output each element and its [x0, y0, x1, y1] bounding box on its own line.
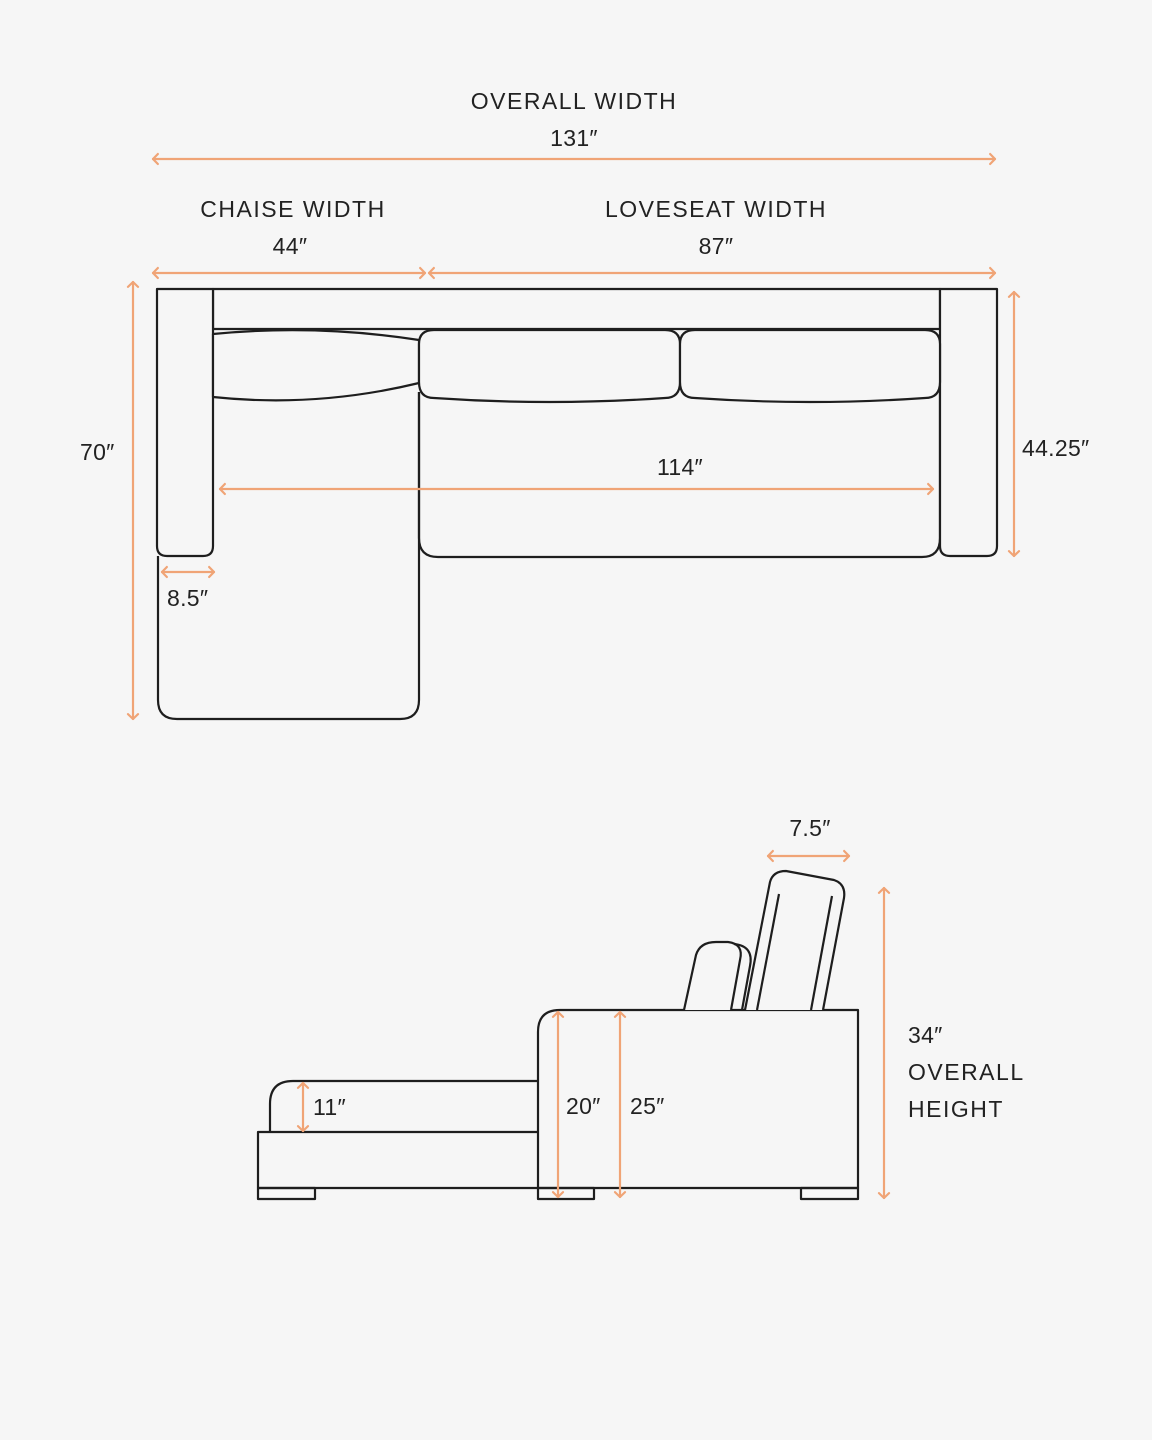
- back-cushion-line-1: [755, 893, 781, 1011]
- throw-pillow: [682, 940, 742, 1011]
- arm-width-value: 8.5″: [167, 585, 209, 611]
- seat-height-dimension: [551, 1010, 565, 1199]
- chaise-side-body: [256, 1130, 538, 1188]
- back-cushion-depth-value: 7.5″: [789, 815, 831, 841]
- back-cushion-1: [211, 329, 421, 402]
- back-frame: [211, 287, 942, 331]
- overall-width-dimension: [151, 152, 997, 166]
- arm-height-value: 25″: [630, 1093, 665, 1119]
- sofa-top-view: [155, 287, 999, 721]
- chaise-width-value: 44″: [272, 233, 308, 259]
- arm-height-dimension: [613, 1010, 627, 1199]
- chaise-arm-height-dimension: [296, 1081, 310, 1133]
- throw-pillow-edge: [733, 942, 752, 1011]
- overall-height-dimension: [877, 886, 891, 1200]
- depth-dimension: [126, 280, 140, 721]
- seat-width-dimension: [218, 482, 935, 496]
- chaise-foot-left: [256, 1186, 317, 1201]
- sofa-foot-front: [536, 1186, 596, 1201]
- chaise-body: [156, 392, 421, 721]
- loveseat-width-value: 87″: [698, 233, 734, 259]
- back-cushion-3: [678, 328, 942, 404]
- sofa-side-view: [256, 869, 860, 1201]
- back-cushion-line-2: [809, 895, 834, 1011]
- seat-width-value: 114″: [656, 454, 704, 480]
- left-arm: [155, 287, 215, 558]
- loveseat-depth-dimension: [1007, 290, 1021, 558]
- back-cushion-2: [417, 328, 682, 404]
- overall-width-value: 131″: [550, 125, 598, 151]
- chaise-width-dimension: [151, 266, 427, 280]
- back-cushion-depth-dimension: [766, 849, 851, 863]
- dimension-lines: [126, 152, 1021, 1200]
- depth-value: 70″: [80, 439, 115, 465]
- right-arm: [938, 287, 999, 558]
- chaise-width-label: CHAISE WIDTH: [200, 196, 386, 222]
- arm-width-dimension: [160, 565, 216, 579]
- loveseat-width-dimension: [427, 266, 997, 280]
- overall-width-label: OVERALL WIDTH: [470, 88, 678, 114]
- loveseat-depth-value: 44.25″: [1022, 435, 1090, 461]
- overall-height-value: 34″: [908, 1022, 943, 1048]
- chaise-arm-height-value: 11″: [313, 1094, 346, 1120]
- overall-height-label-line2: HEIGHT: [908, 1096, 1004, 1122]
- seat-height-value: 20″: [566, 1093, 601, 1119]
- overall-height-label-line1: OVERALL: [908, 1059, 1025, 1085]
- sofa-foot-back: [799, 1186, 860, 1201]
- loveseat-width-label: LOVESEAT WIDTH: [604, 196, 828, 222]
- back-cushion-side: [743, 869, 846, 1011]
- chaise-arm-side: [268, 1079, 538, 1132]
